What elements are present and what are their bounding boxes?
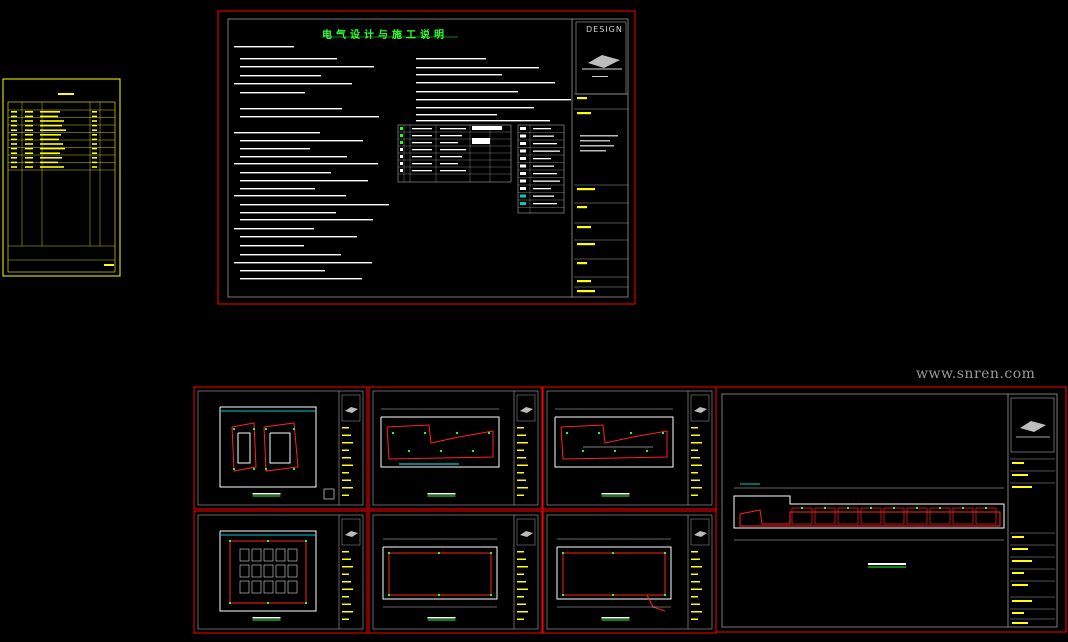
design-logo-icon <box>582 55 622 77</box>
sheet-title: 电气设计与施工说明 <box>322 30 448 41</box>
floor-plan-sheet-2[interactable] <box>368 386 543 510</box>
floor-plan-sheet-1[interactable] <box>193 386 368 510</box>
floor-plan-sheet-4[interactable] <box>193 510 368 634</box>
design-label: DESIGN <box>586 25 623 34</box>
floor-plan-sheet-3[interactable] <box>542 386 717 510</box>
design-notes-sheet[interactable] <box>217 10 636 305</box>
long-plan-sheet[interactable] <box>715 386 1067 633</box>
drawing-index-sheet[interactable] <box>2 78 121 277</box>
site-watermark: www.snren.com <box>916 366 1036 382</box>
floor-plan-sheet-5[interactable] <box>368 510 543 634</box>
floor-plan-sheet-6[interactable] <box>542 510 717 634</box>
